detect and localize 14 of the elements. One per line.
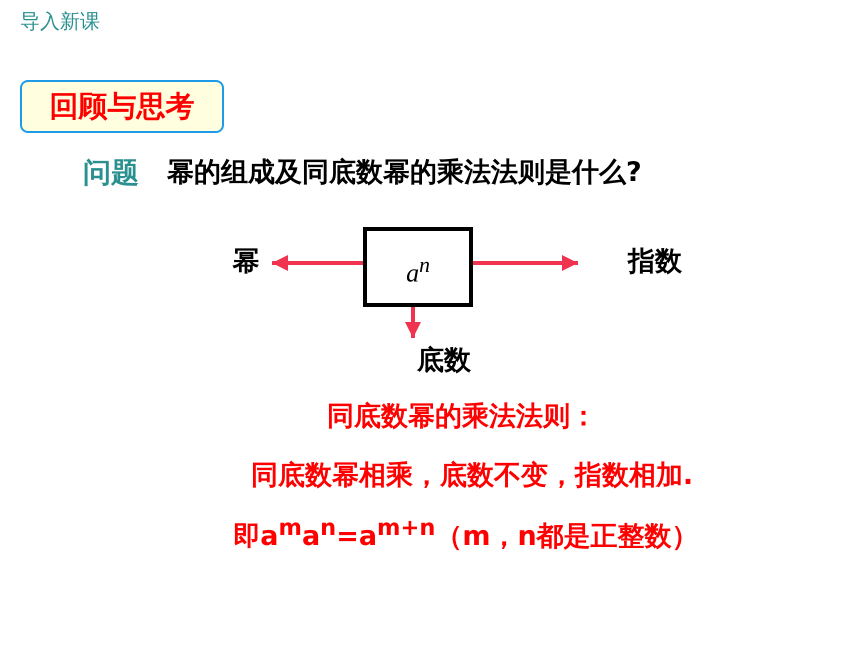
header-text: 导入新课: [20, 8, 100, 35]
formula-text: 即a$^{m}$a$^{n}$=a$^{m+n}$（m，n都是正整数）: [233, 515, 699, 554]
rule-title: 同底数幂的乘法法则：: [327, 400, 597, 434]
question-tag: 问题: [83, 154, 139, 192]
arrow: [405, 307, 421, 338]
section-tag: 回顾与思考: [20, 80, 224, 133]
term-label: 指数: [618, 243, 692, 279]
arrow: [473, 255, 578, 271]
expression-box: a$^{n}$: [363, 227, 473, 307]
rule-text: 同底数幂相乘，底数不变，指数相加.: [250, 459, 694, 493]
question-text: 幂的组成及同底数幂的乘法法则是什么?: [167, 156, 642, 190]
term-label: 底数: [407, 342, 481, 378]
term-label: 幂: [226, 243, 266, 279]
arrow: [272, 255, 363, 271]
